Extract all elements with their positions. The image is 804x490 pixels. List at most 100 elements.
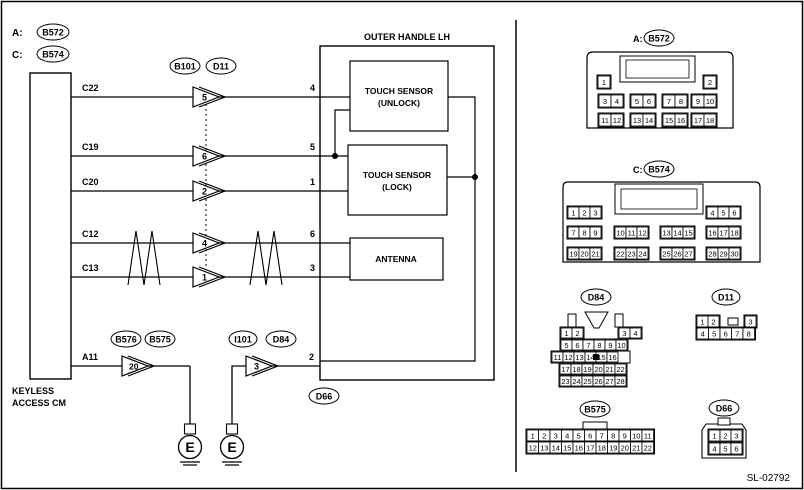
conn-c-pin-18: 18 <box>730 229 738 238</box>
junction-dot-left <box>332 153 338 159</box>
ground-e-circle-2 <box>219 434 245 460</box>
conn-a-group <box>690 93 718 109</box>
conn-c-pin-19: 19 <box>569 250 577 259</box>
conn-b575-pin-5: 5 <box>577 432 581 441</box>
conn-b575-pin-4: 4 <box>565 432 569 441</box>
conn-d84-pin-16-cell <box>606 351 619 363</box>
conn-a-badge <box>643 29 675 47</box>
conn-a-pin-2: 2 <box>708 78 712 87</box>
touch-lock-line2: (LOCK) <box>382 182 412 192</box>
conn-d84-pin-4: 4 <box>633 329 637 338</box>
conn-d66-pin-5: 5 <box>723 445 727 454</box>
badge-b576-label: B576 <box>115 335 137 345</box>
conn-d84-tab-left <box>567 313 577 328</box>
conn-a-group <box>690 112 718 128</box>
conn-c-pin-3: 3 <box>593 209 597 218</box>
conn-c-pin-12-cell <box>636 226 649 239</box>
conn-d11-pin-2: 2 <box>711 318 715 327</box>
conn-d84-pin-7: 7 <box>586 341 590 350</box>
conn-c-group <box>566 246 603 261</box>
conn-d84-pin-14: 14 <box>586 353 594 362</box>
ground-terminal-2 <box>225 423 239 435</box>
twisted-pair-mark-left <box>127 230 161 286</box>
conn-a-latch-inner <box>625 59 690 79</box>
conn-c-pin-26: 26 <box>673 250 681 259</box>
wire-c19-jpin: 6 <box>202 152 207 162</box>
conn-a-pin-1-cell <box>597 75 611 89</box>
conn-c-pin-17: 17 <box>719 229 727 238</box>
conn-a-pin-15: 15 <box>665 116 673 125</box>
conn-d11-code: D11 <box>718 293 734 303</box>
badge-b575-label: B575 <box>149 335 171 345</box>
conn-c-pin-22: 22 <box>616 250 624 259</box>
conn-a-pin-14: 14 <box>645 116 653 125</box>
conn-c-pin-2: 2 <box>582 209 586 218</box>
conn-c-pin-9: 9 <box>593 229 597 238</box>
conn-b575-pin-11: 11 <box>644 432 652 441</box>
conn-d84-pin-19: 19 <box>583 365 591 374</box>
touch-lock-line1: TOUCH SENSOR <box>363 170 431 180</box>
conn-a-pin-18: 18 <box>706 116 714 125</box>
conn-c-group <box>659 225 696 240</box>
conn-c-pin-1: 1 <box>571 209 575 218</box>
conn-b575-code: B575 <box>584 405 606 415</box>
conn-d84-pin-2-cell <box>571 327 584 339</box>
ground-terminal-1 <box>183 423 197 435</box>
conn-a-pin-8-cell <box>674 94 688 108</box>
conn-d66-pin-3-cell <box>730 429 743 442</box>
conn-c-prefix: C: <box>633 165 643 175</box>
conn-c-pin-21: 21 <box>591 250 599 259</box>
conn-d66-group <box>707 441 744 456</box>
wire-c13-jpin: 1 <box>202 273 207 283</box>
conn-a-pin-8: 8 <box>679 97 683 106</box>
conn-c-pin-29: 29 <box>719 250 727 259</box>
conn-d84-code: D84 <box>588 293 605 303</box>
wire-d84-jpin: 3 <box>254 362 259 372</box>
wire-c20-hpin: 1 <box>310 177 315 187</box>
conn-c-pin-7: 7 <box>571 229 575 238</box>
conn-a-code: B572 <box>648 34 670 44</box>
conn-d66-badge <box>708 399 740 417</box>
badge-d66-handle <box>308 387 340 405</box>
module-label-line1: KEYLESS <box>12 386 54 396</box>
conn-a-pin-16-cell <box>674 113 688 127</box>
keyless-access-cm-box <box>29 72 72 380</box>
conn-d11-pin-8-cell <box>742 327 755 340</box>
conn-b575-pin-20: 20 <box>621 444 629 453</box>
conn-c-group <box>566 205 603 220</box>
conn-d66-code: D66 <box>716 404 733 414</box>
conn-d84-pin-5: 5 <box>564 341 568 350</box>
conn-a-pin-6-cell <box>642 94 656 108</box>
conn-d84-pin-4-cell <box>629 327 642 339</box>
conn-a-pin-2-cell <box>703 75 717 89</box>
conn-c-pin-24-cell <box>636 247 649 260</box>
conn-a-group <box>629 93 657 109</box>
conn-c-pin-8: 8 <box>582 229 586 238</box>
conn-d84-tab-right <box>614 313 624 328</box>
touch-sensor-unlock-box <box>349 60 449 132</box>
conn-b575-pin-16: 16 <box>575 444 583 453</box>
joint-connector-pin2 <box>192 180 226 202</box>
conn-a-pin-16: 16 <box>677 116 685 125</box>
touch-unlock-line1: TOUCH SENSOR <box>365 86 433 96</box>
conn-c-pin-12: 12 <box>638 229 646 238</box>
conn-d84-pin-9: 9 <box>608 341 612 350</box>
conn-d11-badge <box>711 288 741 306</box>
diagram-id: SL-02792 <box>747 473 791 484</box>
conn-d66-tab <box>717 417 731 426</box>
conn-c-pin-14: 14 <box>673 229 681 238</box>
conn-b575-pin-13: 13 <box>540 444 548 453</box>
conn-a-pin-3: 3 <box>603 97 607 106</box>
conn-b575-pin-15: 15 <box>563 444 571 453</box>
conn-d84-pin-10: 10 <box>617 341 625 350</box>
conn-a-group <box>661 93 689 109</box>
conn-c-code: B574 <box>648 165 670 175</box>
conn-d66-pin-2: 2 <box>723 432 727 441</box>
junction-dot-right <box>472 174 478 180</box>
conn-a-group <box>597 112 625 128</box>
